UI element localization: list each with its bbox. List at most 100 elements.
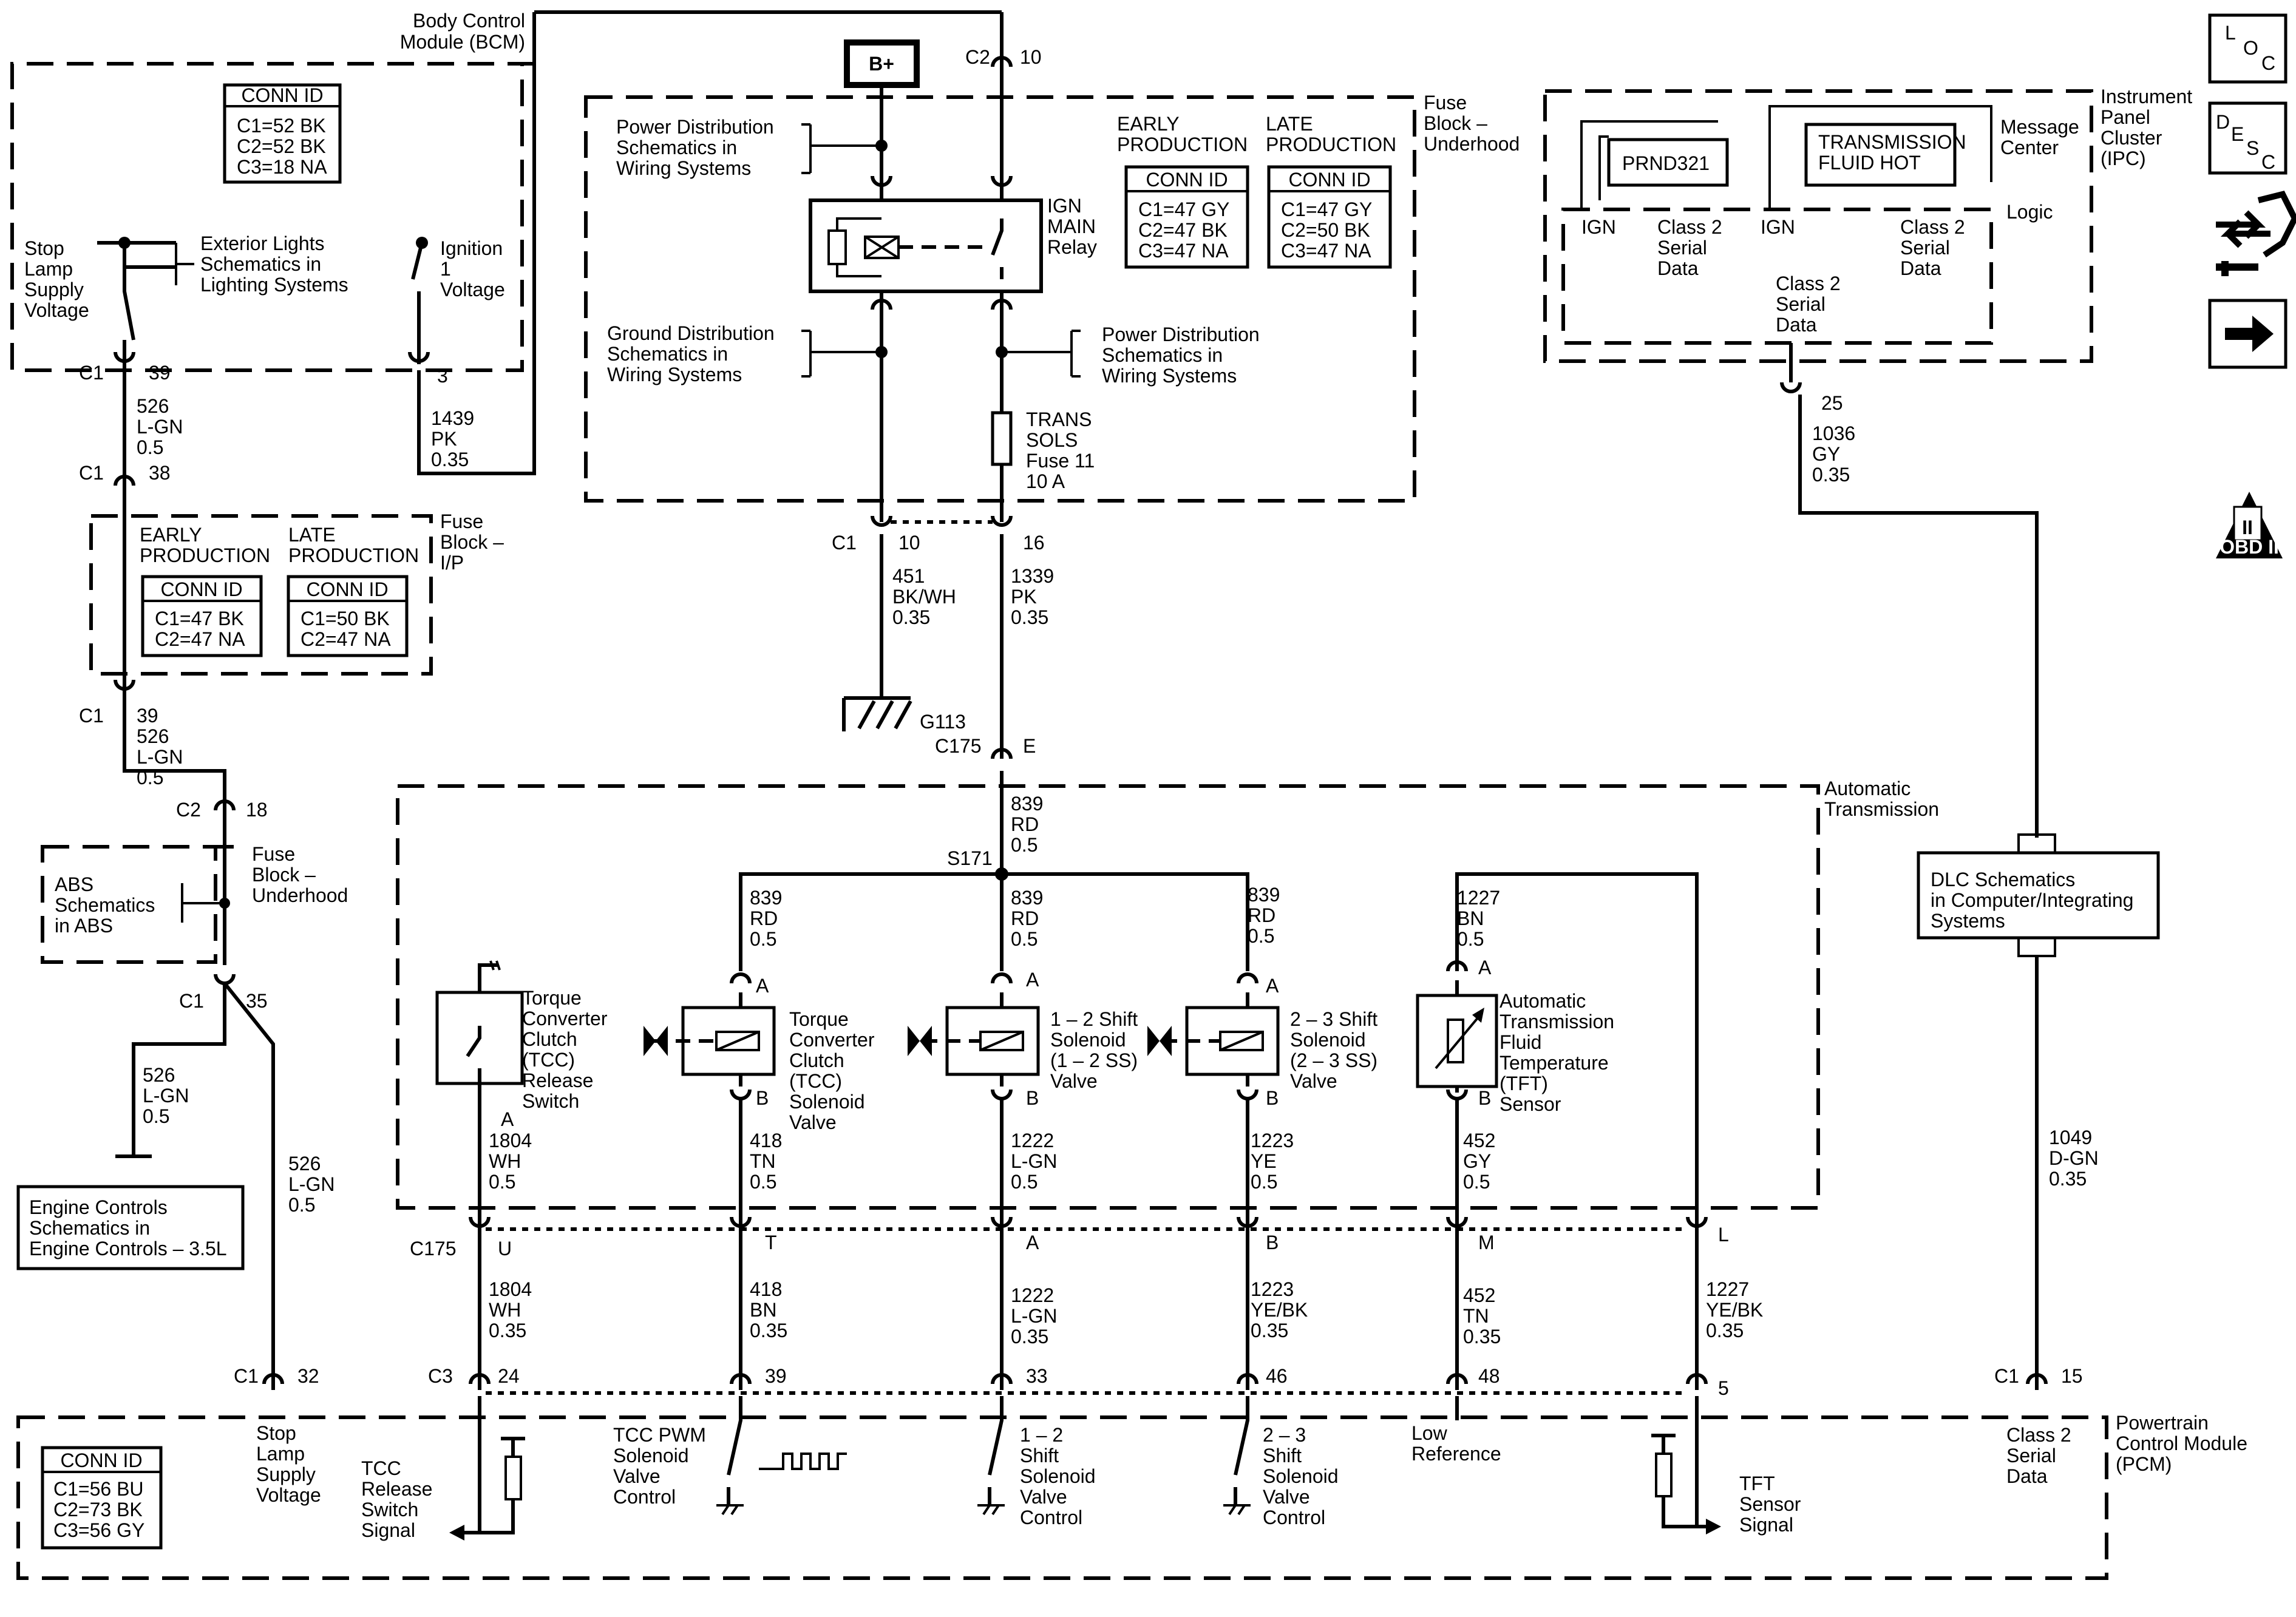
wire-1339-2: PK xyxy=(1011,586,1037,608)
tfh-label-2: FLUID HOT xyxy=(1818,152,1921,174)
wire-418a-3: 0.5 xyxy=(750,1171,776,1193)
tcc-sol-label-2: Converter xyxy=(789,1029,875,1051)
ipc-title-2: Panel xyxy=(2101,106,2150,128)
wire-1804a-3: 0.5 xyxy=(489,1171,515,1193)
bcm-pin3: 3 xyxy=(437,365,448,387)
c1-39-label: C1 xyxy=(79,362,104,384)
wire-526b: 526 xyxy=(137,725,169,747)
wire-1223b-3: 0.35 xyxy=(1251,1320,1288,1341)
pcm-ss23-label-4: Valve xyxy=(1263,1486,1310,1508)
wire-526d: 526 xyxy=(288,1153,321,1175)
wire-839-2: RD xyxy=(1011,813,1039,835)
desc-icon-d: D xyxy=(2216,111,2230,133)
ignition-label-2: 1 xyxy=(440,258,451,280)
c3-connector-row: C3 24 39 33 46 48 5 C1 32 C1 15 xyxy=(234,1365,2083,1399)
prnd-label: PRND321 xyxy=(1622,152,1710,174)
wire-451-2: BK/WH xyxy=(892,586,956,608)
wire-526c: 526 xyxy=(143,1064,175,1086)
c3-pin-5: 5 xyxy=(1718,1377,1729,1399)
bcm-conn-c2: C2=52 BK xyxy=(237,135,326,157)
fuse-ip-conn-early-1: C1=47 BK xyxy=(155,608,244,629)
next-arrow-icon[interactable] xyxy=(2208,299,2288,369)
wire-1036-label-2: GY xyxy=(1812,443,1840,465)
wire-1227b-3: 0.35 xyxy=(1706,1320,1744,1341)
tcc-sol-label-6: Valve xyxy=(789,1111,837,1133)
wire-451-3: 0.35 xyxy=(892,606,930,628)
ss23-label: 2 – 3 Shift xyxy=(1290,1008,1377,1030)
c3-pin-46: 46 xyxy=(1266,1365,1288,1387)
pcm-ss23-label: 2 – 3 xyxy=(1263,1424,1306,1446)
c2-18-label: C2 xyxy=(176,799,201,821)
pcm-class2-label-3: Data xyxy=(2006,1465,2048,1487)
fuse-uh-conn-early-2: C2=47 BK xyxy=(1138,219,1228,241)
c1-35-label: C1 xyxy=(179,990,204,1012)
ipc-class2a-3: Data xyxy=(1657,257,1699,279)
tft-label-2: Transmission xyxy=(1500,1011,1614,1032)
pcm-pin-32: 32 xyxy=(297,1365,319,1387)
wire-526b-2: L-GN xyxy=(137,746,183,768)
wire-1804b: 1804 xyxy=(489,1278,532,1300)
obd-ii-label: OBD II xyxy=(2220,536,2279,558)
c175-label: C175 xyxy=(935,735,982,757)
pcm-title-2: Control Module xyxy=(2116,1432,2247,1454)
wire-1804a: 1804 xyxy=(489,1130,532,1151)
ipc-class2b-3: Data xyxy=(1900,257,1941,279)
c1-39b-label: C1 xyxy=(79,705,104,727)
message-center-2: Center xyxy=(2000,137,2059,158)
dlc-label-3: Systems xyxy=(1931,910,2005,932)
tcc-release-label: TCC xyxy=(361,1457,401,1479)
ext-lights-label-2: Schematics in xyxy=(200,253,321,275)
loc-icon-c: C xyxy=(2261,52,2275,74)
pcm-module: Powertrain Control Module (PCM) CONN ID … xyxy=(16,1396,2247,1580)
tft-label-3: Fluid xyxy=(1500,1031,1541,1053)
ss12-pin-b: B xyxy=(1026,1087,1039,1109)
c1-38-pin: 38 xyxy=(149,462,171,484)
wire-452a-3: 0.5 xyxy=(1463,1171,1490,1193)
wire-526c-3: 0.5 xyxy=(143,1105,169,1127)
splice-s171: S171 xyxy=(947,847,993,869)
tcc-pin-a: A xyxy=(756,975,769,997)
wire-526d-3: 0.5 xyxy=(288,1194,315,1216)
fuse-label-3: Fuse 11 xyxy=(1026,450,1095,472)
ground-dist-label: Ground Distribution xyxy=(607,322,775,344)
fuse-ip-conn-early-h: CONN ID xyxy=(160,578,242,600)
wire-839b: 839 xyxy=(1011,887,1043,909)
ss23-pin-a: A xyxy=(1266,975,1279,997)
c1-10-pin: 10 xyxy=(898,532,920,554)
tft-label-6: Sensor xyxy=(1500,1093,1561,1115)
tft-pin-a: A xyxy=(1478,957,1492,978)
pcm-ss12-label-2: Shift xyxy=(1020,1445,1059,1466)
wire-451: 451 xyxy=(892,565,925,587)
wire-1227b-2: YE/BK xyxy=(1706,1299,1763,1321)
wire-526-main xyxy=(123,364,226,965)
ipc-class2a-2: Serial xyxy=(1657,237,1707,259)
power-dist2-label-2: Schematics in xyxy=(1102,344,1223,366)
connector-arcs-left xyxy=(114,351,430,985)
prnd-box xyxy=(1607,138,1729,187)
tcc-switch-label-4: (TCC) xyxy=(522,1049,575,1071)
connector-wrench-icon[interactable] xyxy=(2216,191,2296,276)
fuse-11 xyxy=(991,411,1013,466)
loc-icon[interactable]: L O C xyxy=(2208,13,2288,84)
fuse-uh-conn-early-1: C1=47 GY xyxy=(1138,198,1229,220)
desc-icon[interactable]: D E S C xyxy=(2208,101,2288,175)
c175-pin-u: U xyxy=(498,1238,512,1259)
pcm-conn-header: CONN ID xyxy=(60,1449,142,1471)
fuse-ip-early-2: PRODUCTION xyxy=(140,544,270,566)
dlc-label: DLC Schematics xyxy=(1931,869,2075,890)
tcc-sol-label-3: Clutch xyxy=(789,1049,844,1071)
loc-icon-o: O xyxy=(2243,37,2258,59)
wire-452a-2: GY xyxy=(1463,1150,1491,1172)
ss23-label-2: Solenoid xyxy=(1290,1029,1366,1051)
wire-1049-label-2: D-GN xyxy=(2049,1147,2099,1169)
ipc-class2a: Class 2 xyxy=(1657,216,1722,238)
low-ref-label: Low xyxy=(1411,1422,1448,1444)
wire-452b-3: 0.35 xyxy=(1463,1326,1501,1348)
wire-526a-2: L-GN xyxy=(137,416,183,438)
wire-526-branch xyxy=(132,982,275,1390)
tcc-switch-label: Torque xyxy=(522,987,582,1009)
tcc-switch-label-3: Clutch xyxy=(522,1028,577,1050)
fuse-uh2-title: Fuse xyxy=(252,843,295,865)
fuse-uh-title: Fuse xyxy=(1424,92,1467,114)
